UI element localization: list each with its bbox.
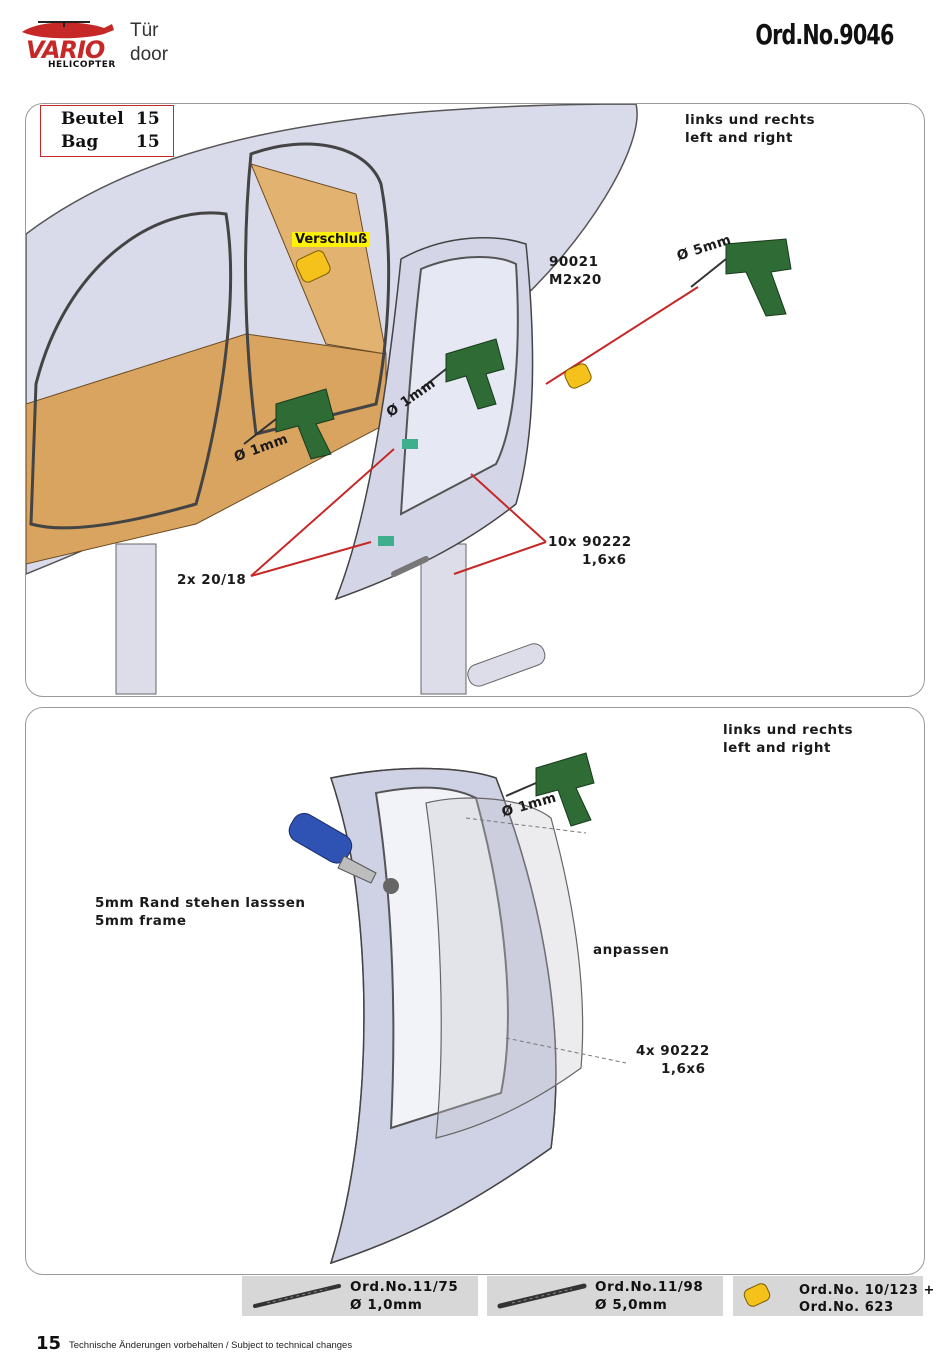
disclaimer: Technische Änderungen vorbehalten / Subj… [69,1340,353,1351]
page-title-en: door [130,44,169,65]
tool1-order: Ord.No.11/75 [350,1279,459,1295]
side-de: links und rechts [685,112,816,128]
screws-size-label: 1,6x6 [582,552,627,568]
tool2-order: Ord.No.11/98 [595,1279,704,1295]
frame-de-label: 5mm Rand stehen lasssen [95,895,306,911]
drill-icon-1mm-b [243,388,335,460]
side-en-2: left and right [723,740,831,756]
hinge-label: 2x 20/18 [177,572,247,588]
side-en: left and right [685,130,793,146]
vario-logo: VARIO HELICOPTER [20,18,130,74]
canopy-illustration [26,104,792,695]
brand-helicopter: HELICOPTER [48,60,116,70]
door-illustration [288,752,627,1265]
page-title-de: Tür [130,20,159,41]
drill-bit-icon-2 [497,1283,587,1309]
glue-bottle-icon-footer [743,1283,771,1307]
bag-label-en: Bag [61,132,99,152]
bag-value-en: 15 [136,132,160,152]
rotary-tool-icon [288,812,399,894]
page-number: 15 [36,1333,62,1354]
fit-label: anpassen [593,942,670,958]
drill-bit-icon [253,1284,341,1308]
glue-order: Ord.No. 10/123 + Ord.No. 623 [733,1276,934,1316]
drill-icon-panel2 [505,752,595,827]
drill-icon-1mm-a [420,338,505,410]
bag-value-de: 15 [136,109,160,129]
screw-part-label: 90021 [549,254,599,270]
drill-icon-5mm [690,238,792,317]
glue-bottle-icon [295,250,592,389]
screws-count-label: 10x 90222 [548,534,632,550]
assembly-step-2: links und rechts left and right Ø 1mm 5m… [25,707,925,1275]
screws-count-label-2: 4x 90222 [636,1043,710,1059]
helicopter-logo-icon [22,21,114,39]
assembly-step-1: Beutel 15 Bag 15 links und rechts left a… [25,103,925,697]
glue-order-2: Ord.No. 623 [799,1300,894,1315]
screws-size-label-2: 1,6x6 [661,1061,706,1077]
order-number: Ord.No.9046 [755,18,895,51]
tool-drill-bit-1mm: Ord.No.11/75 Ø 1,0mm [242,1276,478,1316]
closure-label: Verschluß [292,232,371,247]
tool1-size: Ø 1,0mm [350,1297,423,1313]
frame-en-label: 5mm frame [95,913,187,929]
bag-box: Beutel 15 Bag 15 [40,105,174,157]
brand-vario: VARIO [26,36,105,64]
tool2-size: Ø 5,0mm [595,1297,668,1313]
tool-drill-bit-5mm: Ord.No.11/98 Ø 5,0mm [487,1276,723,1316]
glue-order-1: Ord.No. 10/123 + [799,1283,935,1298]
screw-size-label: M2x20 [549,272,602,288]
bag-label-de: Beutel [61,109,124,129]
side-de-2: links und rechts [723,722,854,738]
